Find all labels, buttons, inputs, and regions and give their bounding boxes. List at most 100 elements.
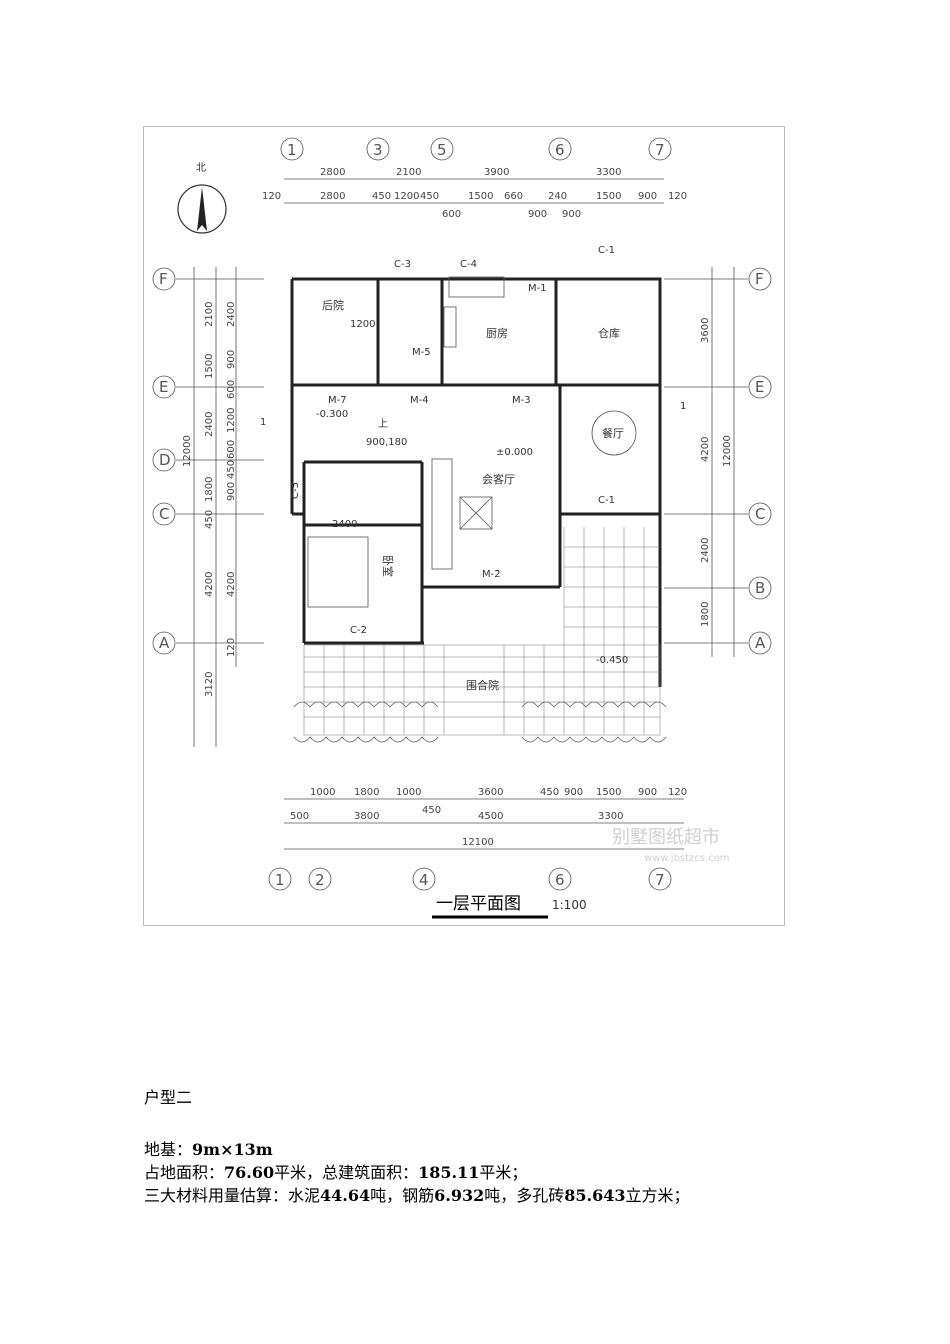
axis-bot-7: 7 (655, 871, 665, 889)
dim-bot-3600: 3600 (478, 787, 503, 798)
dim-right-4200: 4200 (700, 437, 711, 462)
dim-top-2800: 2800 (320, 167, 345, 178)
dim-left-i-1200: 1200 (226, 408, 237, 433)
dim-top-3300: 3300 (596, 167, 621, 178)
dim-bot-total: 12100 (462, 837, 494, 848)
axis-left-F: F (159, 270, 168, 288)
dim-left-4200: 4200 (204, 572, 215, 597)
dim-bot-900b: 900 (638, 787, 657, 798)
label-c5: C-5 (290, 482, 301, 499)
axis-left-E: E (159, 378, 168, 396)
label-c1-top: C-1 (598, 245, 615, 256)
label-m7: M-7 (328, 395, 347, 406)
dim-top2-660: 660 (504, 191, 523, 202)
floor-plan-drawing: 北 1 3 5 6 7 2800 2100 3900 3300 120 2800… (143, 126, 785, 926)
axes-left: F E D C A (152, 267, 264, 655)
label-c4: C-4 (460, 259, 477, 270)
dim-bot2-500: 500 (290, 811, 309, 822)
materials-label: 三大材料用量估算：水泥 (144, 1186, 321, 1205)
room-back-yard: 后院 (322, 298, 344, 312)
dim-left-1800: 1800 (204, 477, 215, 502)
dim-left-i-900b: 900 (226, 482, 237, 501)
axis-right-C: C (755, 505, 765, 523)
plan-scale: 1:100 (552, 898, 587, 912)
axis-left-C: C (159, 505, 169, 523)
dim-left-i-900: 900 (226, 350, 237, 369)
foundation-value: 9m×13m (192, 1140, 273, 1159)
dim-right-1800: 1800 (700, 602, 711, 627)
dim-right-total: 12000 (722, 435, 733, 467)
axis-right-B: B (755, 579, 765, 597)
dim-left-3120: 3120 (204, 672, 215, 697)
label-m3: M-3 (512, 395, 531, 406)
room-bedroom: 卧室 (381, 555, 395, 577)
dim-left-1500: 1500 (204, 354, 215, 379)
axes-top: 1 3 5 6 7 (280, 137, 672, 161)
dim-top2-1200: 1200 (394, 191, 419, 202)
top-dimensions: 2800 2100 3900 3300 120 2800 450 1200 45… (262, 167, 687, 220)
foundation-line: 地基：9m×13m (144, 1140, 273, 1160)
room-labels: 后院 厨房 仓库 餐厅 会客厅 卧室 围合院 (322, 298, 624, 692)
label-d2400: 2400 (332, 519, 357, 530)
dim-bot-120: 120 (668, 787, 687, 798)
brick-value: 85.643 (564, 1186, 626, 1205)
axis-right-E: E (755, 378, 764, 396)
dim-bot2-4500: 4500 (478, 811, 503, 822)
label-level-m450: -0.450 (596, 655, 628, 666)
dim-top2-450b: 450 (420, 191, 439, 202)
axis-left-A: A (159, 634, 170, 652)
room-dining: 餐厅 (602, 426, 624, 440)
label-section-right: 1 (680, 401, 686, 412)
materials-line: 三大材料用量估算：水泥44.64吨，钢筋6.932吨，多孔砖85.643立方米； (144, 1186, 690, 1206)
dim-bot-900a: 900 (564, 787, 583, 798)
total-area-unit: 平米； (479, 1163, 528, 1182)
axis-bot-1: 1 (275, 871, 285, 889)
house-type-heading: 户型二 (144, 1088, 193, 1107)
dim-top3-900b: 900 (562, 209, 581, 220)
courtyard-grid (303, 527, 661, 736)
label-m1: M-1 (528, 283, 547, 294)
dim-left-450: 450 (204, 510, 215, 529)
area-value: 76.60 (224, 1163, 275, 1182)
foundation-label: 地基： (144, 1140, 193, 1159)
area-unit: 平米，总建筑面积： (274, 1163, 419, 1182)
axes-bottom: 1 2 4 6 7 (268, 867, 672, 891)
left-dimensions: 12000 2100 1500 2400 1800 450 4200 3120 … (182, 267, 237, 747)
dim-top2-240: 240 (548, 191, 567, 202)
watermark-text: 别墅图纸超市 (612, 827, 720, 848)
label-up: 上 (378, 418, 388, 430)
label-c3: C-3 (394, 259, 411, 270)
axis-right-F: F (755, 270, 764, 288)
label-level-0: ±0.000 (496, 447, 533, 458)
dim-bot-1000a: 1000 (310, 787, 335, 798)
dim-bot-1800: 1800 (354, 787, 379, 798)
steel-unit: 吨，多孔砖 (484, 1186, 565, 1205)
dim-bot2-3800: 3800 (354, 811, 379, 822)
north-label: 北 (196, 162, 206, 174)
axis-top-1: 1 (287, 141, 297, 159)
label-d1200: 1200 (350, 319, 375, 330)
label-m4: M-4 (410, 395, 429, 406)
dim-left-2100: 2100 (204, 302, 215, 327)
dim-top2-1500b: 1500 (596, 191, 621, 202)
axis-top-7: 7 (655, 141, 665, 159)
dim-bot-1500: 1500 (596, 787, 621, 798)
bottom-dimensions: 1000 1800 1000 3600 450 900 1500 900 120… (284, 787, 687, 850)
dim-top2-120b: 120 (668, 191, 687, 202)
axis-bot-2: 2 (315, 871, 325, 889)
dim-top2-450a: 450 (372, 191, 391, 202)
room-storage: 仓库 (598, 326, 620, 340)
label-m5: M-5 (412, 347, 431, 358)
dim-left-i-2400: 2400 (226, 302, 237, 327)
watermark-url: www.jbstzcs.com (644, 853, 730, 864)
label-m2: M-2 (482, 569, 501, 580)
building-walls (290, 277, 662, 687)
label-section-left: 1 (260, 417, 266, 428)
dim-left-2400: 2400 (204, 412, 215, 437)
label-900-180: 900,180 (366, 437, 407, 448)
room-kitchen: 厨房 (486, 327, 508, 340)
brick-unit: 立方米； (625, 1186, 690, 1205)
axis-bot-6: 6 (555, 871, 565, 889)
area-line: 占地面积：76.60平米，总建筑面积：185.11平米； (144, 1163, 527, 1183)
dim-right-3600: 3600 (700, 318, 711, 343)
